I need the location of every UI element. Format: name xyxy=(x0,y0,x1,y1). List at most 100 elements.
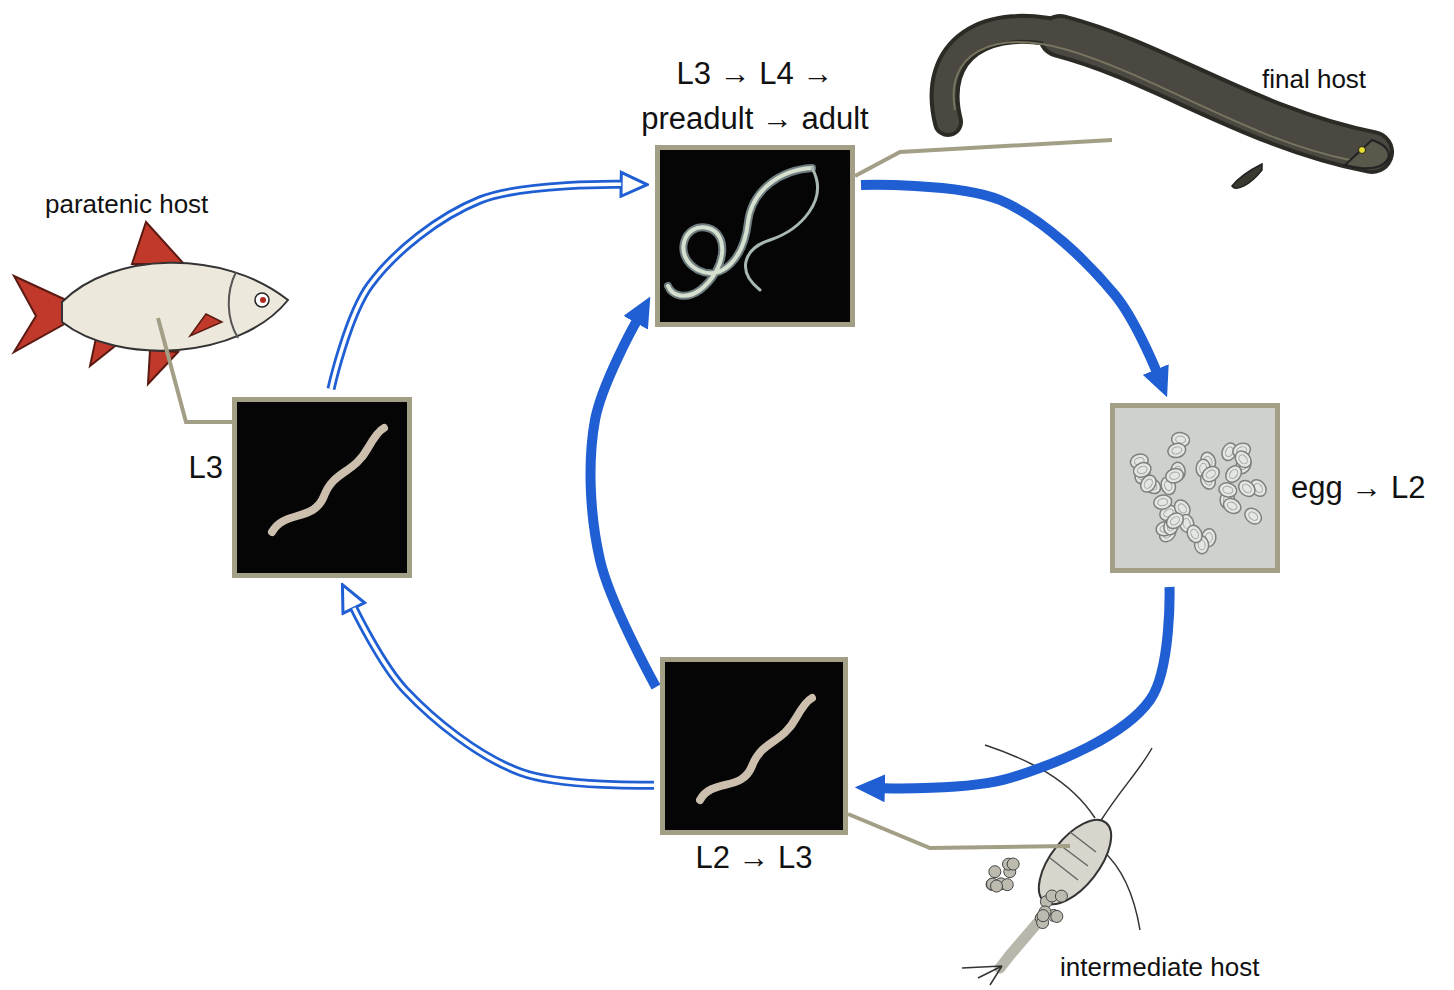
egg-larva xyxy=(1241,483,1253,495)
photo-panel xyxy=(1115,408,1275,568)
egg-cell xyxy=(1221,496,1243,517)
egg-sac xyxy=(1001,879,1013,891)
egg-larva xyxy=(1247,510,1259,522)
eel-lateral-line xyxy=(954,42,1350,160)
fish-eye xyxy=(255,293,269,307)
egg-shell xyxy=(1232,448,1254,471)
leader-line xyxy=(855,140,1112,176)
leader-line xyxy=(158,318,232,422)
stage-label: egg → L2 xyxy=(1291,466,1425,511)
egg-shell xyxy=(1221,496,1243,517)
cycle-arrow xyxy=(861,185,1156,371)
egg-cell xyxy=(1164,467,1185,485)
egg-shell xyxy=(1184,523,1205,545)
egg-cell xyxy=(1153,494,1173,511)
cycle-arrow xyxy=(591,322,656,687)
copepod-egg-sacs xyxy=(986,858,1067,929)
egg-sac xyxy=(1037,910,1049,922)
egg-larva xyxy=(1143,478,1154,490)
cycle-connector xyxy=(884,587,1170,788)
stage-label: L2 → L3 xyxy=(695,836,812,881)
host-label: final host xyxy=(1262,64,1366,94)
egg-cell xyxy=(1232,448,1254,471)
cycle-connector xyxy=(591,322,656,687)
cycle-connector xyxy=(861,185,1156,371)
stage-box: L2 → L3 xyxy=(660,657,848,835)
eel-body xyxy=(945,29,1372,152)
egg-sac xyxy=(1055,890,1067,902)
host-label: intermediate host xyxy=(1060,952,1259,982)
fish-tail xyxy=(14,276,68,352)
fish-fin xyxy=(132,222,184,264)
eel-body xyxy=(1060,36,1372,152)
cycle-arrow xyxy=(331,184,621,389)
copepod-antenna xyxy=(1100,748,1152,822)
egg-cell xyxy=(1199,463,1222,484)
connector-inner-line xyxy=(354,608,654,785)
stage-box: egg → L2 xyxy=(1110,403,1280,573)
egg-larva xyxy=(1222,485,1233,494)
eel-body xyxy=(1060,36,1372,152)
eel-fin xyxy=(1232,164,1262,188)
egg-sac xyxy=(991,880,1003,892)
egg-larva xyxy=(1226,501,1238,512)
egg-sac xyxy=(989,866,1001,878)
egg-shell xyxy=(1164,467,1185,485)
photo-panel xyxy=(665,662,843,830)
photo-panel xyxy=(660,150,850,322)
fish-gill xyxy=(229,272,238,338)
larva xyxy=(272,428,384,532)
cycle-connector xyxy=(354,608,654,785)
egg-cell xyxy=(1235,477,1258,499)
eel-body xyxy=(945,29,1372,152)
egg-larva xyxy=(1237,453,1249,465)
egg-shell xyxy=(1217,481,1238,499)
eel-illustration xyxy=(945,29,1389,188)
fish-pupil xyxy=(260,297,266,303)
fish-illustration xyxy=(14,222,288,384)
cycle-connector xyxy=(331,184,621,389)
cycle-arrow xyxy=(354,608,654,785)
stage-label: L3 → L4 → preadult → adult xyxy=(630,52,880,142)
copepod-body xyxy=(1025,808,1124,916)
egg-larva xyxy=(1228,468,1240,480)
egg-cell xyxy=(1138,472,1160,495)
egg-sac xyxy=(1051,910,1063,922)
egg-shell xyxy=(1242,505,1265,527)
stage-label: L3 xyxy=(189,446,223,491)
egg-cell xyxy=(1184,523,1205,545)
eel-eye xyxy=(1359,147,1366,154)
egg-larva xyxy=(1157,498,1168,507)
eel-head xyxy=(1345,140,1389,168)
egg-shell xyxy=(1199,463,1222,484)
egg-sac xyxy=(1007,858,1019,870)
larva xyxy=(700,698,812,800)
egg-larva xyxy=(1136,465,1148,475)
egg-cell xyxy=(1242,505,1265,527)
egg-larva xyxy=(1205,468,1217,479)
egg-shell xyxy=(1166,441,1187,459)
host-label: paratenic host xyxy=(45,189,208,219)
leader-line xyxy=(848,814,1070,848)
egg-cell xyxy=(1164,510,1187,532)
egg-cell xyxy=(1217,481,1238,499)
stage-box: L3 xyxy=(232,397,412,578)
copepod-segment xyxy=(1050,832,1096,880)
fish-fin xyxy=(190,314,222,336)
egg-larva xyxy=(1169,471,1180,480)
egg-larva xyxy=(1189,528,1200,540)
adult-worm xyxy=(746,168,818,290)
egg-cluster xyxy=(1129,431,1270,554)
egg-shell xyxy=(1235,477,1258,499)
egg-shell xyxy=(1164,510,1187,532)
photo-panel xyxy=(237,402,407,573)
egg-larva xyxy=(1169,515,1181,527)
stage-box: L3 → L4 → preadult → adult xyxy=(655,145,855,327)
egg-larva xyxy=(1171,446,1182,455)
egg-shell xyxy=(1153,494,1173,511)
copepod-furca xyxy=(962,966,1002,985)
egg-cell xyxy=(1166,441,1187,459)
cycle-arrow xyxy=(884,587,1170,788)
copepod-leg xyxy=(1102,850,1140,930)
